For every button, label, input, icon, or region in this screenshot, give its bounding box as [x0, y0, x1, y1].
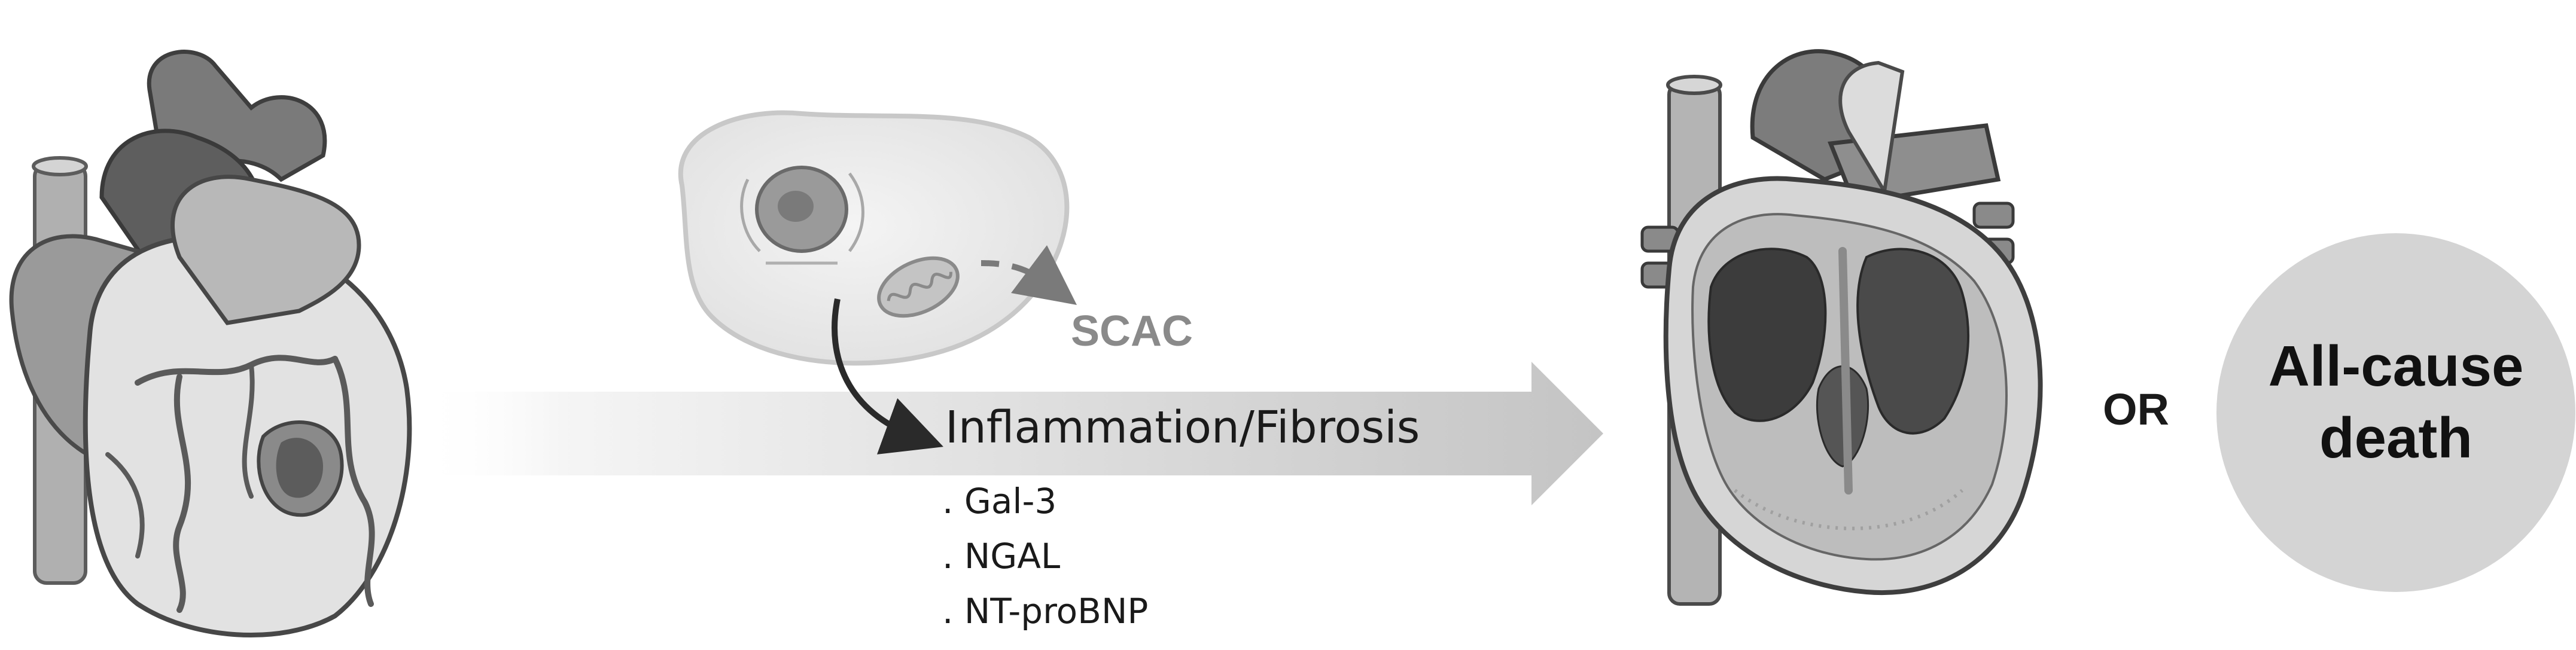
biomarker-item: . NT-proBNP: [942, 591, 1148, 631]
outcome-circle: All-cause death: [2216, 233, 2575, 592]
heart-cross-section-illustration: [1640, 49, 2043, 606]
infarcted-heart-illustration: [9, 50, 412, 637]
outcome-label-line1: All-cause: [2269, 334, 2524, 398]
outcome-label-line2: death: [2319, 406, 2473, 470]
progression-arrow: [419, 362, 1603, 505]
biomarker-list: . Gal-3 . NGAL . NT-proBNP: [942, 481, 1148, 631]
cell-with-mitochondrion-illustration: [678, 110, 1077, 454]
pathway-label: Inflammation/Fibrosis: [945, 402, 1420, 453]
scac-label: SCAC: [1071, 307, 1193, 355]
biomarker-item: . NGAL: [942, 536, 1060, 576]
or-label: OR: [2103, 384, 2169, 434]
biomarker-item: . Gal-3: [942, 481, 1056, 521]
